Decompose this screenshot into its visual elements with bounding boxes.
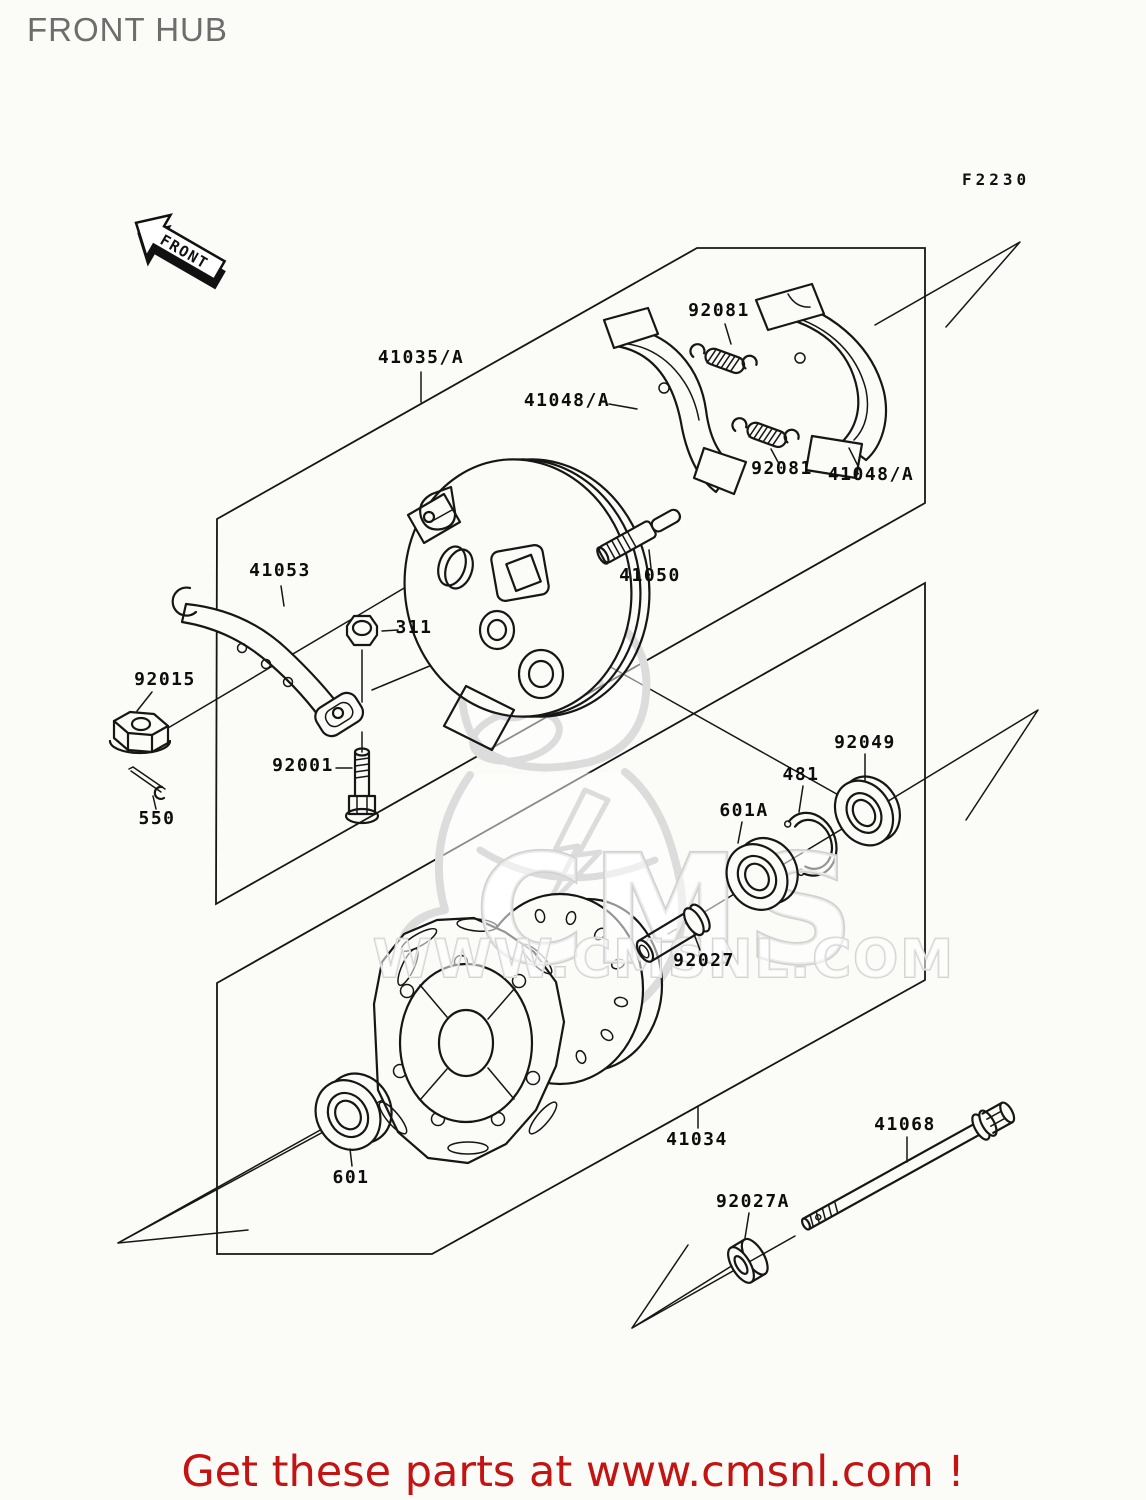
part-label-92001[interactable]: 92001 [272, 755, 334, 776]
part-label-311[interactable]: 311 [395, 617, 433, 638]
part-label-41068[interactable]: 41068 [874, 1114, 936, 1135]
part-label-41035-a[interactable]: 41035/A [377, 347, 465, 368]
grease-seal-drawing [833, 775, 901, 847]
assembly-group-outlines [215, 247, 926, 1255]
hub-sleeve-drawing [635, 903, 711, 963]
part-label-92015[interactable]: 92015 [134, 669, 196, 690]
part-label-41048-a1[interactable]: 41048/A [523, 390, 611, 411]
brake-shoe-left-drawing [602, 306, 748, 496]
figure-code: F2230 [962, 170, 1031, 189]
part-label-92081-2[interactable]: 92081 [751, 458, 813, 479]
cotter-pin-drawing [128, 766, 166, 800]
brake-spring-upper-drawing [689, 343, 758, 375]
arm-bolt-drawing [344, 747, 380, 825]
part-label-601[interactable]: 601 [332, 1167, 370, 1188]
part-label-41053[interactable]: 41053 [249, 560, 311, 581]
bearing-601-drawing [314, 1072, 393, 1151]
footer-cta-link[interactable]: Get these parts at www.cmsnl.com ! [181, 1447, 965, 1497]
axle-collar-drawing [727, 1237, 769, 1284]
part-label-92027a[interactable]: 92027A [715, 1191, 791, 1212]
brake-shoe-right-drawing [754, 282, 888, 480]
watermark-brand-text: CMS WWW.CMSNL.COM [372, 822, 955, 1000]
cam-nut-drawing [345, 614, 379, 647]
part-label-41048-a2[interactable]: 41048/A [827, 464, 915, 485]
brake-arm-drawing [171, 586, 365, 738]
watermark-cms-text: CMS [475, 824, 860, 998]
front-direction-arrow: FRONT [134, 213, 227, 290]
part-label-92081-1[interactable]: 92081 [688, 300, 750, 321]
pointer-arrows [117, 241, 1039, 1329]
part-label-601a[interactable]: 601A [719, 800, 769, 821]
watermark-url-text: WWW.CMSNL.COM [373, 929, 955, 990]
part-label-92027[interactable]: 92027 [673, 950, 735, 971]
hub-body-drawing [372, 892, 664, 1165]
label-pointer-lines [136, 323, 908, 1239]
part-label-41050[interactable]: 41050 [619, 565, 681, 586]
part-label-550[interactable]: 550 [138, 808, 176, 829]
bearing-601a-drawing [725, 836, 799, 911]
brake-camshaft-drawing [596, 508, 682, 565]
part-label-92049[interactable]: 92049 [834, 732, 896, 753]
axle-nut-drawing [108, 710, 172, 755]
part-label-481[interactable]: 481 [782, 764, 820, 785]
brake-panel-drawing [403, 458, 651, 752]
front-axle-drawing [800, 1101, 1016, 1231]
part-label-41034[interactable]: 41034 [666, 1129, 728, 1150]
page-title: FRONT HUB [27, 11, 228, 48]
brake-spring-lower-drawing [731, 417, 800, 449]
